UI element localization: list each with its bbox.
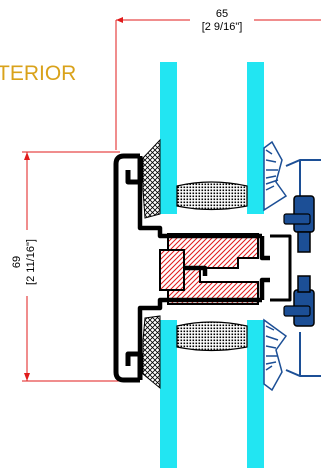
exterior-gaskets (263, 140, 321, 392)
interior-label: TERIOR (0, 62, 76, 85)
glass-upper-interior (160, 62, 177, 214)
width-dimension-mm: 65 (216, 8, 228, 20)
height-dimension-inch: [2 11/16"] (25, 239, 37, 285)
glass-upper-exterior (247, 62, 264, 214)
mullion-frame (113, 153, 292, 383)
width-dimension: 65 [2 9/16"] (115, 6, 321, 150)
thermal-break (159, 233, 259, 305)
glass-lites (160, 62, 264, 468)
width-dimension-inch: [2 9/16"] (202, 21, 243, 33)
height-dimension: 69 [2 11/16"] (6, 151, 120, 382)
height-dimension-mm: 69 (11, 256, 23, 268)
fasteners (283, 195, 315, 327)
interior-gaskets (142, 138, 161, 390)
glass-lower-exterior (247, 320, 264, 468)
glass-lower-interior (160, 320, 177, 468)
setting-blocks (176, 181, 248, 352)
